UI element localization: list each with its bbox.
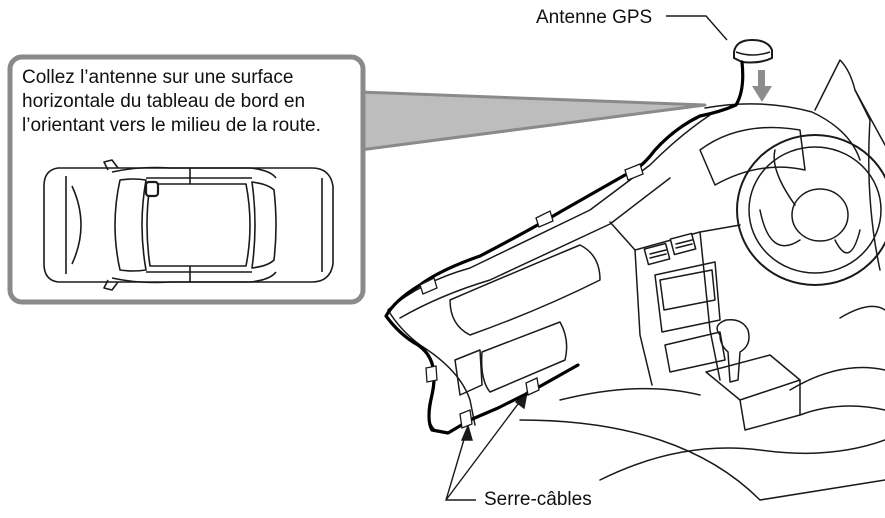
callout-pointer xyxy=(358,90,707,152)
gps-antenna xyxy=(733,38,773,64)
cable-clips xyxy=(419,163,644,429)
gps-antenna-label: Antenne GPS xyxy=(536,7,653,28)
car-interior xyxy=(387,59,885,501)
callout-instruction-text: Collez l’antenne sur une surface horizon… xyxy=(22,66,362,138)
car-top-view xyxy=(43,159,334,291)
gps-label-leader xyxy=(666,15,728,41)
placement-arrow xyxy=(752,70,772,102)
cable-ties-leader xyxy=(445,390,529,501)
cable-ties-label: Serre-câbles xyxy=(484,489,592,510)
callout-box xyxy=(7,54,366,305)
callout-line-2: horizontale du tableau de bord en xyxy=(22,91,306,112)
callout-line-3: l’orientant vers le milieu de la route. xyxy=(22,115,321,136)
callout-line-1: Collez l’antenne sur une surface xyxy=(22,67,294,88)
